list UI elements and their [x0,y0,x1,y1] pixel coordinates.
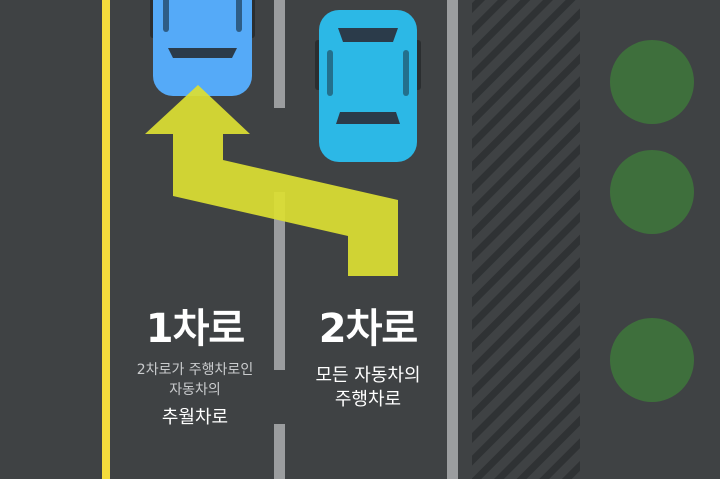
roadside-trees [610,40,694,402]
lane-change-arrow-icon [145,85,398,276]
lane1-desc-line3: 추월차로 [161,407,229,428]
lane1-title: 1차로 [145,306,245,352]
lane1-desc-line1: 2차로가 주행차로인 [136,362,254,378]
lane1-desc-line2: 자동차의 [169,382,221,398]
lane2-desc-line2: 주행차로 [334,389,402,410]
tree-icon [610,150,694,234]
hatched-shoulder [472,0,580,479]
tree-icon [610,318,694,402]
lane-divider-dashed [274,0,285,479]
car-lane2-icon [315,10,421,162]
yellow-center-line [102,0,110,479]
lane2-title: 2차로 [318,306,418,352]
tree-icon [610,40,694,124]
lane2-desc-line1: 모든 자동차의 [315,365,421,386]
car-lane1-icon [150,0,255,96]
road-edge-line [447,0,458,479]
